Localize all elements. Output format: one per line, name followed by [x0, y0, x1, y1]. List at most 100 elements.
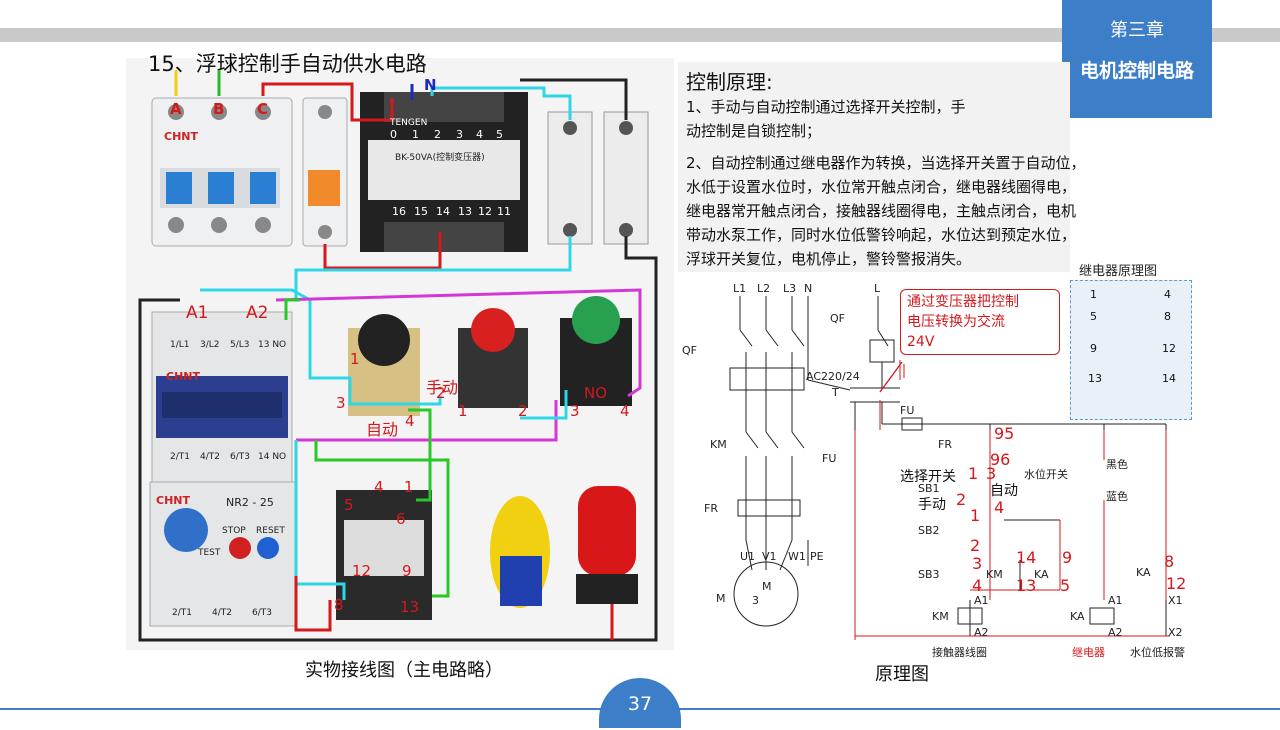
green-btn-4: 4 — [620, 402, 630, 420]
contactor-brand: CHNT — [166, 370, 200, 383]
transformer-brand: TENGEN — [390, 118, 428, 128]
phase-b: B — [213, 100, 225, 118]
sel-4: 4 — [405, 412, 415, 430]
sch-num-9: 9 — [1062, 548, 1073, 567]
transformer-pin-3: 3 — [456, 128, 463, 141]
sch-km-coil: KM — [932, 610, 949, 623]
transformer-pin-2: 2 — [434, 128, 441, 141]
sch-auto: 自动 — [990, 483, 1018, 499]
thermal-model: NR2 - 25 — [226, 496, 274, 509]
sch-fr: FR — [938, 438, 952, 451]
sch-sb3: SB3 — [918, 568, 940, 581]
manual-label: 手动 — [426, 378, 459, 397]
sch-num-1a: 1 — [968, 464, 979, 483]
sch-ka-contact: KA — [1034, 568, 1049, 581]
callout-line3: 24V — [907, 334, 935, 350]
transformer-pin-11: 11 — [497, 205, 511, 218]
contactor-pin-14no: 14 NO — [258, 452, 287, 462]
sch-km-contact: KM — [986, 568, 1003, 581]
sch-num-3a: 3 — [986, 464, 997, 483]
sch-ka-a1: A1 — [1108, 594, 1123, 607]
sch-num-5: 5 — [1060, 576, 1071, 595]
principle-p2-line1: 2、自动控制通过继电器作为转换，当选择开关置于自动位， — [686, 154, 1086, 172]
phase-c: C — [257, 100, 269, 118]
principle-heading: 控制原理: — [686, 70, 773, 94]
transformer-pin-1: 1 — [412, 128, 419, 141]
reset-label: RESET — [256, 526, 285, 536]
relay-pin-8: 8 — [334, 596, 344, 614]
relay-diagram-box — [1070, 280, 1192, 420]
thermal-brand: CHNT — [156, 494, 190, 507]
relay-pin-4: 4 — [374, 478, 384, 496]
sch-coil-ka-label: 继电器 — [1072, 646, 1105, 659]
sch-num-3b: 3 — [972, 554, 983, 573]
relay-pin-a5: 5 — [1090, 310, 1097, 323]
transformer-pin-14: 14 — [436, 205, 450, 218]
relay-pin-a1: 1 — [1090, 288, 1097, 301]
sch-num-13: 13 — [1016, 576, 1037, 595]
sch-l3: L3 — [783, 282, 797, 295]
sch-v1: V1 — [762, 550, 777, 563]
top-bar — [0, 28, 1280, 42]
sch-sb1: SB1 — [918, 482, 940, 495]
transformer-pin-0: 0 — [390, 128, 397, 141]
stop-label: STOP — [222, 526, 246, 536]
relay-pin-a9: 9 — [1090, 342, 1097, 355]
sch-km-a2: A2 — [974, 626, 989, 639]
transformer-pin-16: 16 — [392, 205, 406, 218]
transformer-pin-12: 12 — [478, 205, 492, 218]
section-label: 电机控制电路 — [1079, 60, 1194, 82]
transformer-pin-15: 15 — [414, 205, 428, 218]
caption-wiring: 实物接线图（主电路略） — [305, 660, 503, 681]
sch-ka-coil: KA — [1070, 610, 1085, 623]
sch-num-2b: 2 — [970, 536, 981, 555]
sch-fu-2: FU — [900, 404, 915, 417]
sch-water-switch: 水位开关 — [1024, 468, 1068, 481]
sel-1: 1 — [350, 350, 360, 368]
transformer-pin-13: 13 — [458, 205, 472, 218]
sch-num-96: 96 — [990, 450, 1011, 469]
contactor-pin-t1: 2/T1 — [170, 452, 190, 462]
sch-n: N — [804, 282, 813, 295]
auto-label: 自动 — [366, 420, 399, 439]
relay-pin-a4: 4 — [1164, 288, 1171, 301]
contactor-pin-l3: 5/L3 — [230, 340, 250, 350]
green-btn-3: 3 — [570, 402, 580, 420]
chapter-label: 第三章 — [1110, 20, 1164, 41]
relay-pin-9: 9 — [402, 562, 412, 580]
label-a1: A1 — [186, 303, 209, 323]
principle-p2-line3: 继电器常开触点闭合，接触器线圈得电，主触点闭合，电机 — [686, 202, 1077, 220]
relay-pin-a13: 13 — [1088, 372, 1102, 385]
sch-pe: PE — [810, 550, 824, 563]
label-a2: A2 — [246, 303, 269, 323]
contactor-pin-13no: 13 NO — [258, 340, 287, 350]
sch-num-12: 12 — [1166, 574, 1187, 593]
sch-ka-a2: A2 — [1108, 626, 1123, 639]
relay-pin-5: 5 — [344, 496, 354, 514]
principle-p2-line4: 带动水泵工作，同时水位低警铃响起，水位达到预定水位， — [686, 226, 1077, 244]
callout-line2: 电压转换为交流 — [907, 314, 1005, 330]
sch-select-switch: 选择开关 — [900, 469, 956, 485]
no-label: NO — [584, 384, 608, 402]
sch-l2: L2 — [757, 282, 771, 295]
sch-motor-3: 3 — [752, 594, 759, 607]
warning-light — [578, 486, 636, 576]
sch-black: 黑色 — [1106, 458, 1128, 471]
sch-w1: W1 — [788, 550, 806, 563]
principle-p2-line2: 水低于设置水位时，水位常开触点闭合，继电器线圈得电， — [686, 178, 1077, 196]
sch-qf-main: QF — [682, 344, 697, 357]
thermal-pin-t1: 2/T1 — [172, 608, 192, 618]
transformer-model: BK-50VA(控制变压器) — [395, 153, 485, 163]
page-title: 15、浮球控制手自动供水电路 — [148, 52, 427, 76]
principle-box — [678, 62, 1070, 272]
sch-x2: X2 — [1168, 626, 1183, 639]
sel-3: 3 — [336, 394, 346, 412]
sch-ka-alarm: KA — [1136, 566, 1151, 579]
phase-a: A — [170, 100, 182, 118]
sch-motor-label: M — [716, 592, 726, 605]
relay-diagram-title: 继电器原理图 — [1079, 264, 1158, 279]
principle-p1-line1: 1、手动与自动控制通过选择开关控制，手 — [686, 98, 966, 116]
relay-pin-1: 1 — [404, 478, 414, 496]
sch-num-95: 95 — [994, 424, 1015, 443]
